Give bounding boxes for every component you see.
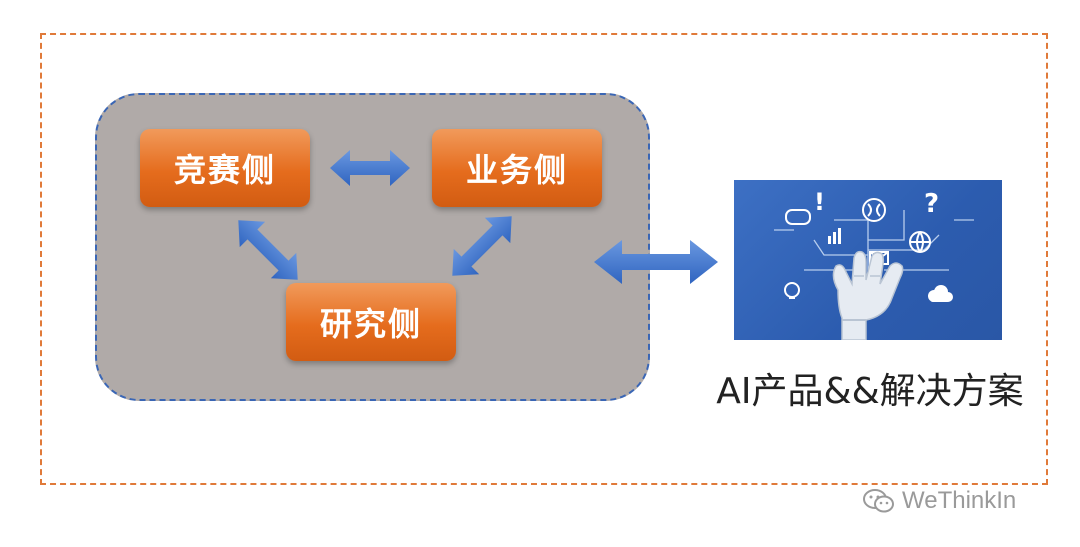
svg-text:?: ?	[924, 189, 939, 219]
globe-icon	[909, 231, 931, 253]
ai-product-caption: AI产品&&解决方案	[716, 371, 1024, 412]
bar-chart-icon	[828, 228, 841, 244]
robot-hand-icon	[832, 250, 904, 340]
outer-dashed-frame	[40, 33, 1048, 485]
business-side-label: 业务侧	[465, 151, 568, 189]
svg-text:!: !	[814, 188, 825, 216]
chat-bubble-icon	[785, 209, 811, 225]
watermark: WeThinkIn	[862, 484, 1016, 518]
research-side-node: 研究侧	[286, 283, 456, 361]
ai-product-image: ? !	[734, 180, 1002, 340]
business-side-node: 业务侧	[432, 129, 602, 207]
exclamation-icon: !	[814, 188, 825, 216]
research-side-label: 研究侧	[319, 305, 422, 343]
competition-side-node: 竞赛侧	[140, 129, 310, 207]
arrow-competition-research	[238, 220, 298, 280]
brain-icon	[862, 198, 886, 222]
arrow-business-research	[452, 216, 512, 276]
question-icon: ?	[924, 189, 939, 219]
wechat-icon	[863, 489, 894, 513]
watermark-text: WeThinkIn	[902, 487, 1017, 514]
cloud-icon	[928, 285, 953, 302]
arrow-panel-ai	[594, 240, 718, 284]
arrow-competition-business	[330, 150, 410, 186]
lightbulb-icon	[784, 282, 800, 299]
competition-side-label: 竞赛侧	[173, 151, 276, 189]
